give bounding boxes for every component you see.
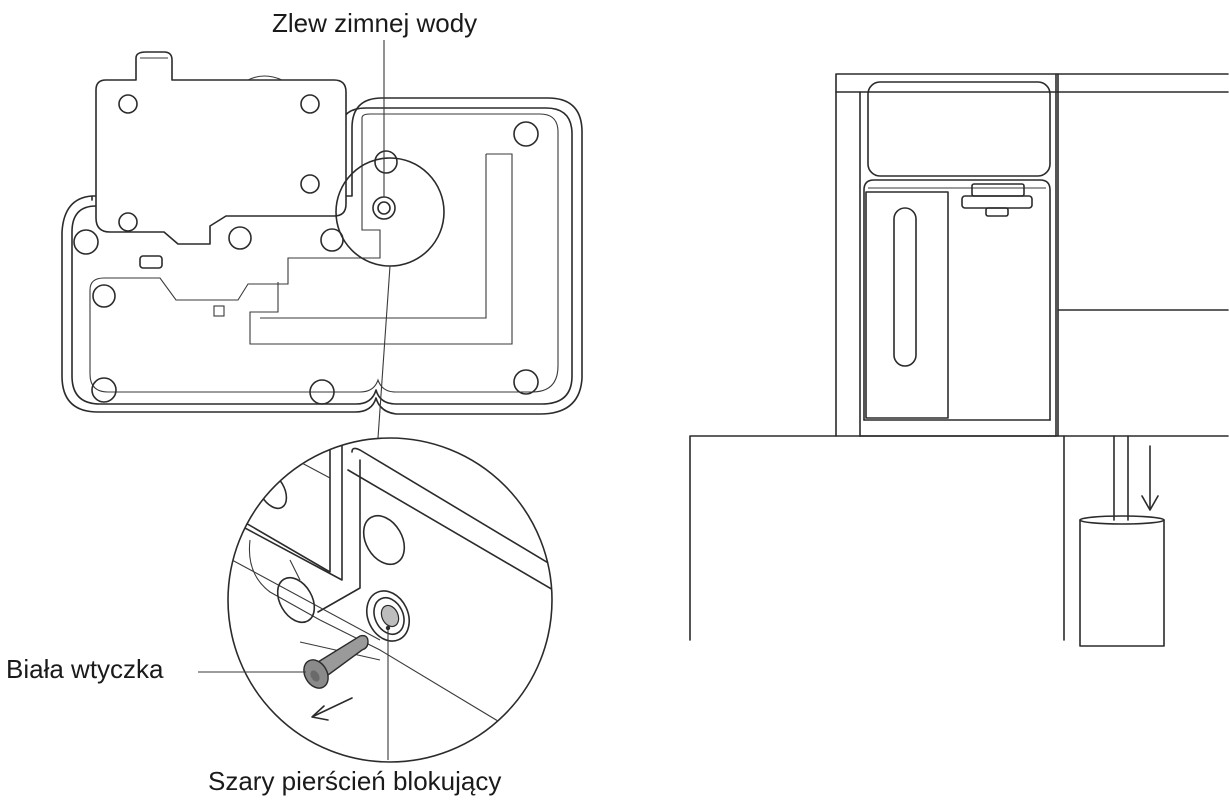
zoom-connector-line xyxy=(377,265,391,439)
grey-locking-ring-label: Szary pierścień blokujący xyxy=(208,766,502,796)
appliance-side-view xyxy=(689,73,1229,647)
cold-water-drain-label: Zlew zimnej wody xyxy=(272,8,478,38)
zoom-detail xyxy=(227,437,553,763)
magnifier-circle xyxy=(335,157,445,267)
grey-locking-ring xyxy=(366,590,410,642)
arrow-down-left-icon xyxy=(311,697,353,721)
white-plug xyxy=(303,634,369,689)
unit-bottom-view xyxy=(61,51,583,415)
arrow-down-icon xyxy=(1141,445,1159,511)
white-plug-label: Biała wtyczka xyxy=(6,654,164,684)
